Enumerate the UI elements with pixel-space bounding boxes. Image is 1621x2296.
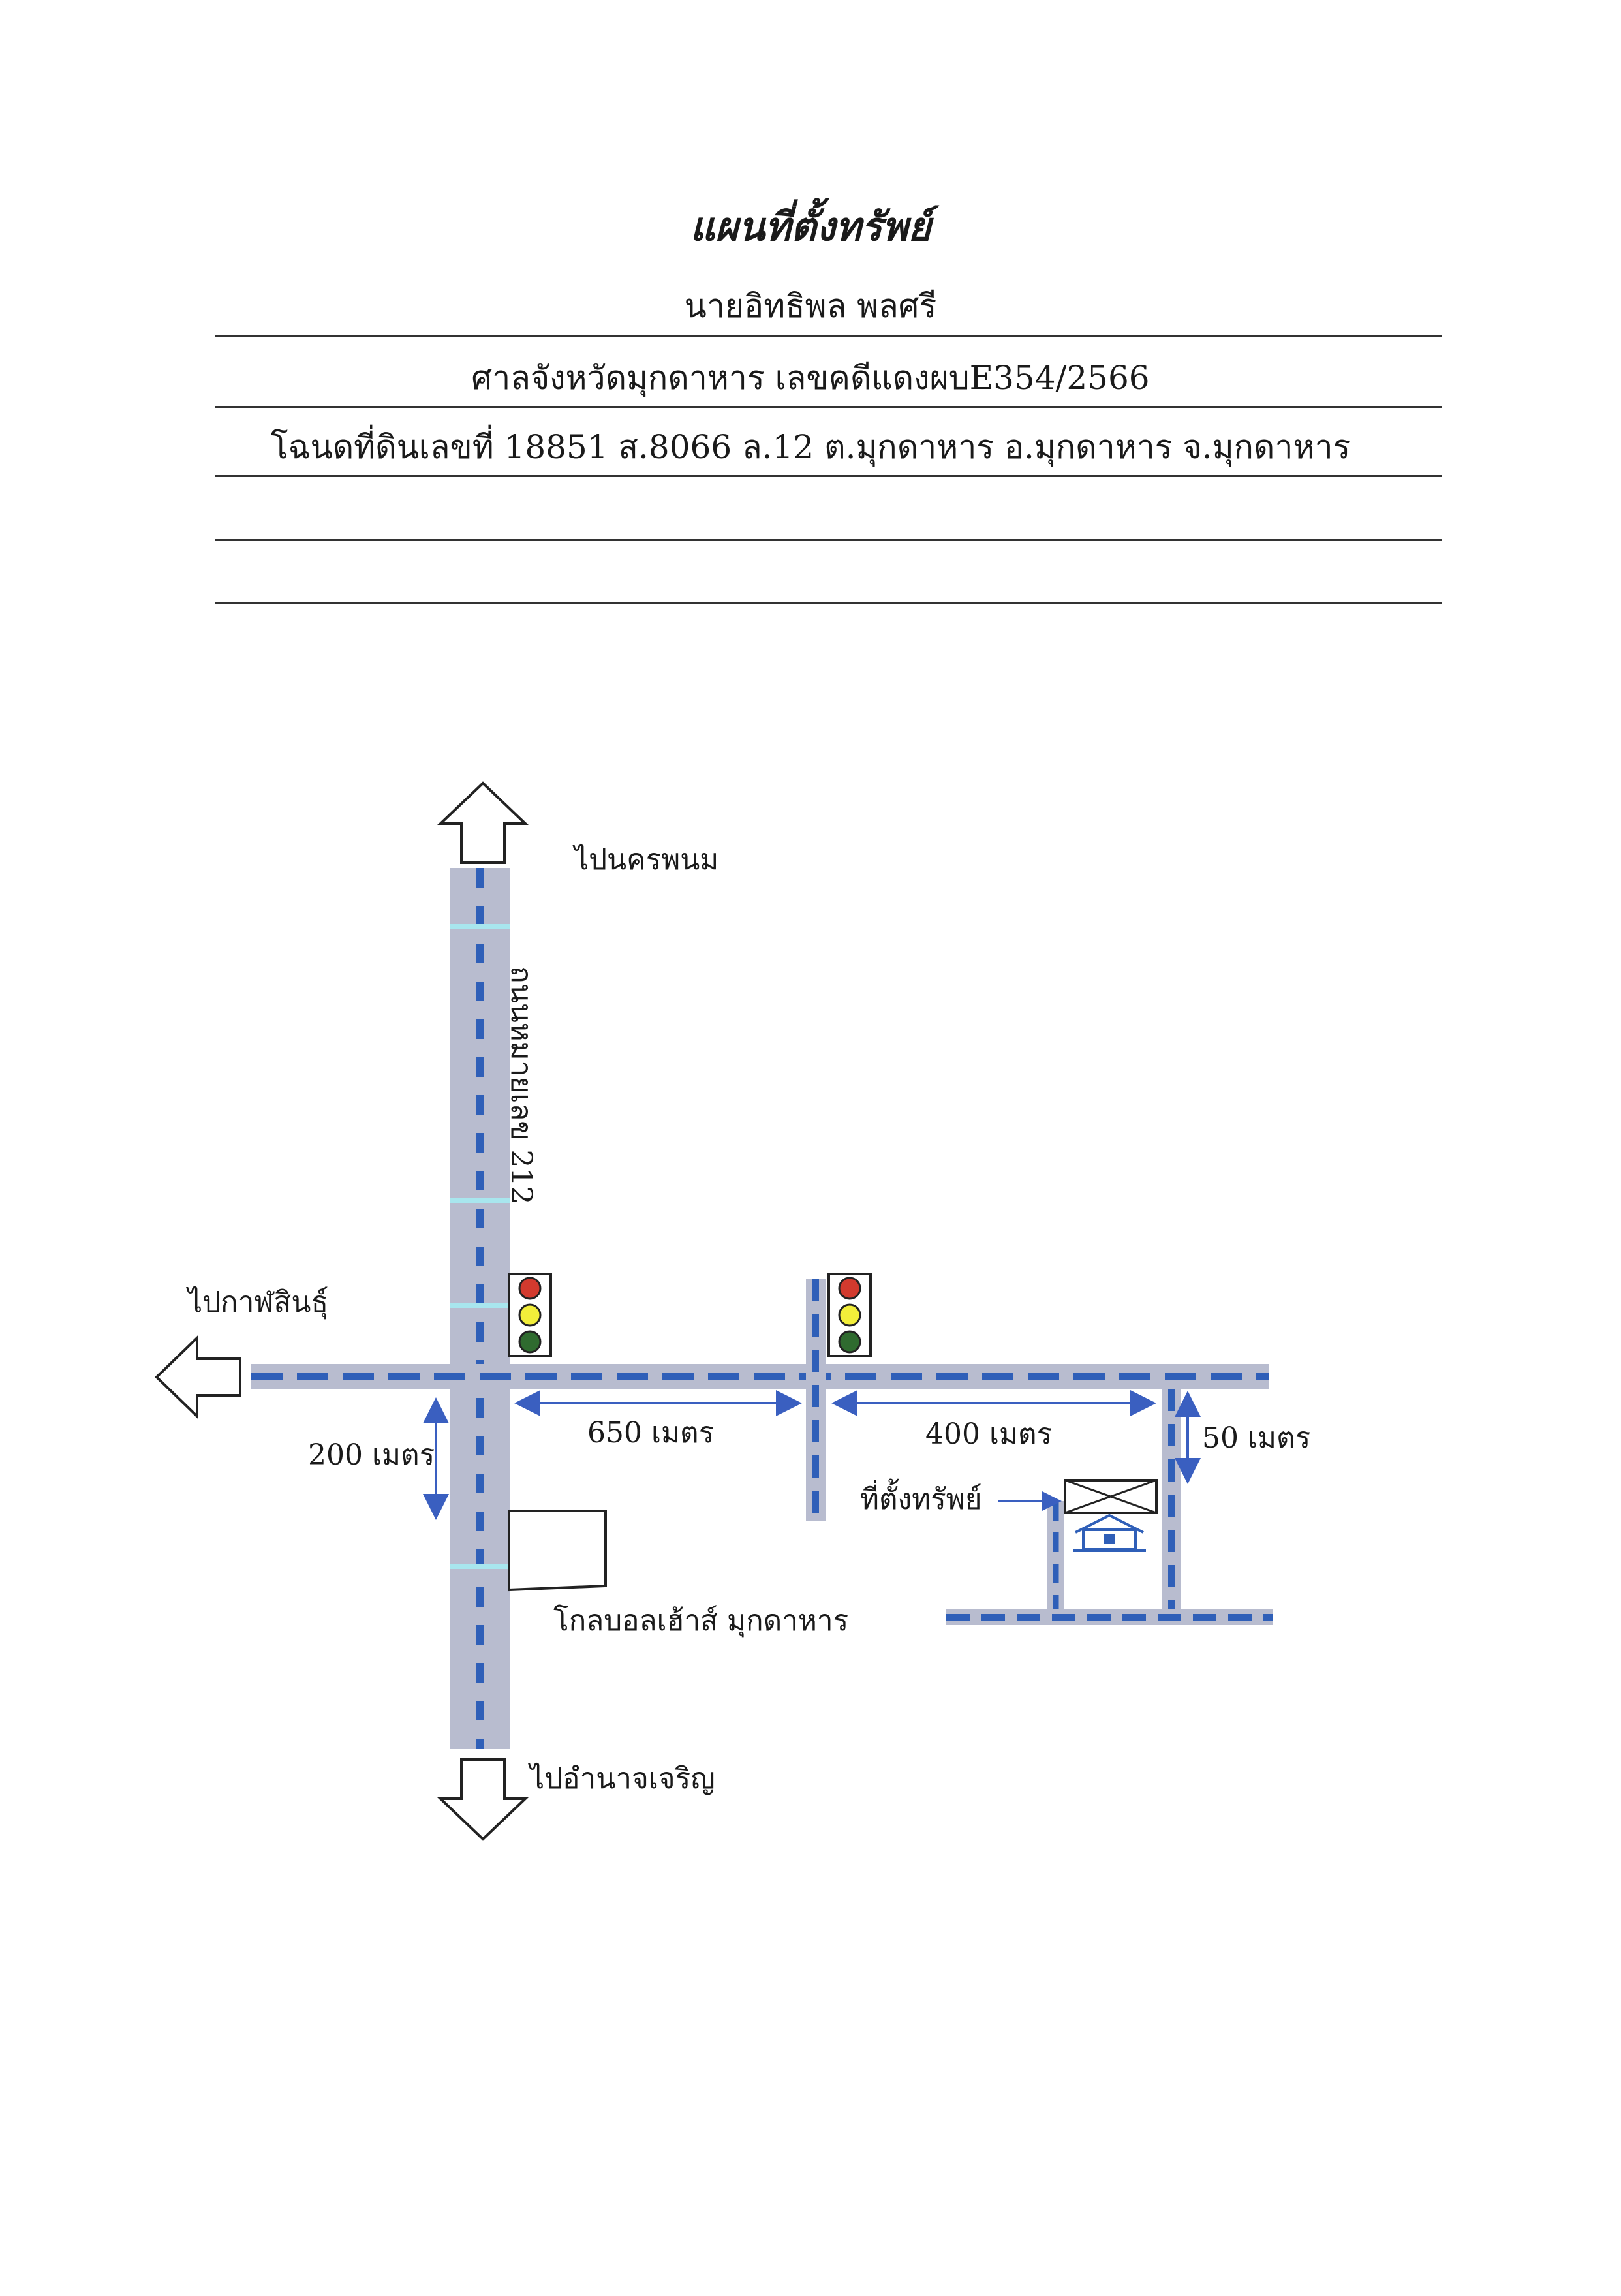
traffic-light-icon <box>508 1273 552 1357</box>
west-arrow-icon <box>155 1335 241 1419</box>
distance-50-label: 50 เมตร <box>1202 1421 1311 1455</box>
distance-650-label: 650 เมตร <box>587 1416 715 1450</box>
north-arrow-icon <box>437 781 529 864</box>
label-to-amnat-charoen: ไปอำนาจเจริญ <box>530 1762 715 1795</box>
header-rule <box>215 406 1442 408</box>
header-rule <box>215 335 1442 337</box>
blank-rule <box>215 539 1442 541</box>
traffic-light-icon <box>827 1273 872 1357</box>
road-212 <box>450 868 510 1749</box>
distance-400-label: 400 เมตร <box>925 1418 1053 1451</box>
property-marker-icon <box>1064 1479 1158 1514</box>
road-east-west <box>251 1364 1269 1389</box>
side-road <box>806 1279 826 1521</box>
road-name-label: ถนนหมายเลข 212 <box>504 966 538 1205</box>
label-to-nakhon-phanom: ไปนครพนม <box>574 843 719 877</box>
label-to-kalasin: ไปกาฬสินธุ์ <box>188 1286 329 1319</box>
map-title: แผนที่ตั้งทรัพย์ <box>690 204 931 250</box>
court-case: ศาลจังหวัดมุกดาหาร เลขคดีแดงผบE354/2566 <box>471 359 1150 397</box>
soi-roads <box>946 1389 1273 1625</box>
landmark-label: โกลบอลเฮ้าส์ มุกดาหาร <box>553 1604 849 1637</box>
property-label: ที่ตั้งทรัพย์ <box>860 1483 982 1516</box>
house-icon <box>1073 1513 1146 1552</box>
blank-rule <box>215 602 1442 604</box>
land-deed: โฉนดที่ดินเลขที่ 18851 ส.8066 ล.12 ต.มุก… <box>270 428 1351 466</box>
owner-name: นายอิทธิพล พลศรี <box>684 287 937 325</box>
header-rule <box>215 475 1442 477</box>
south-arrow-icon <box>437 1758 529 1841</box>
landmark-building-icon <box>508 1510 607 1592</box>
distance-200-label: 200 เมตร <box>308 1438 435 1472</box>
location-map <box>155 781 1273 1841</box>
